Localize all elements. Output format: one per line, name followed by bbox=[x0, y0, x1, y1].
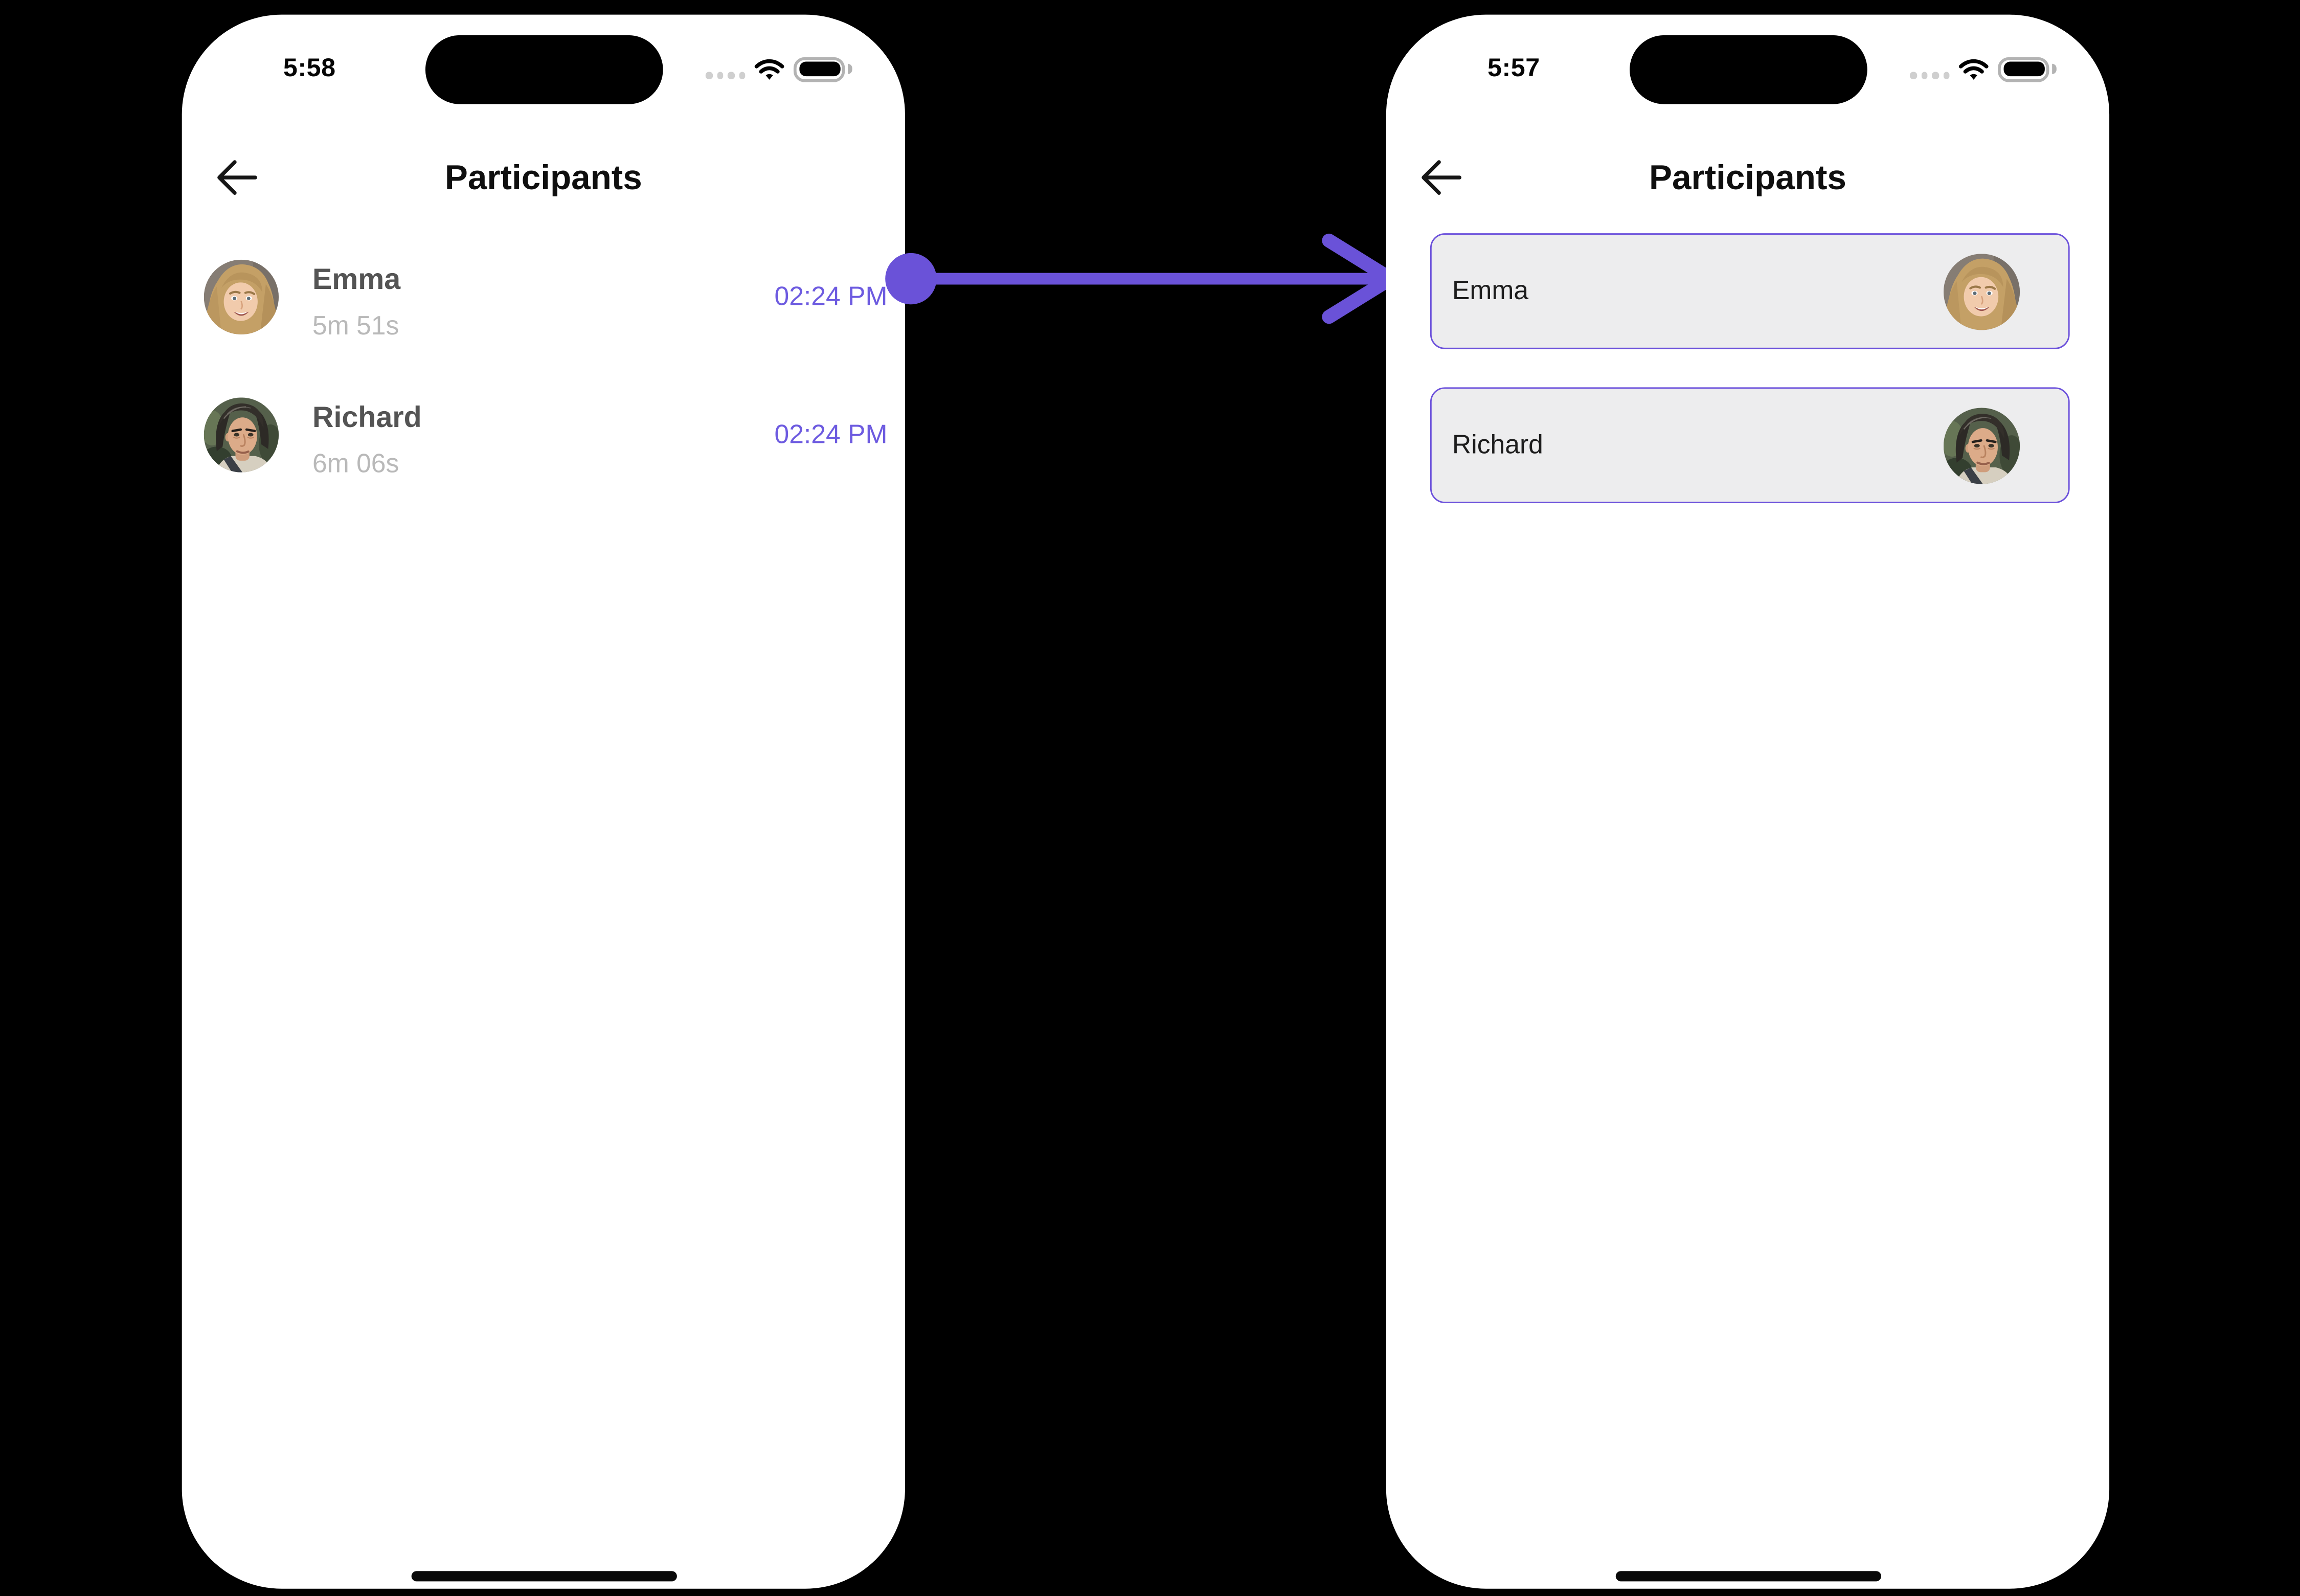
participant-row-richard[interactable]: Richard 6m 06s 02:24 PM bbox=[182, 367, 905, 505]
header: Participants bbox=[182, 144, 905, 211]
dynamic-island bbox=[424, 35, 663, 104]
avatar-emma bbox=[204, 259, 279, 335]
back-button[interactable] bbox=[1415, 152, 1468, 203]
phone-after: 5:57 Participants Emma bbox=[1386, 14, 2110, 1589]
participant-card-emma[interactable]: Emma bbox=[1430, 233, 2070, 349]
participant-card-richard[interactable]: Richard bbox=[1430, 387, 2070, 503]
participant-name: Emma bbox=[312, 264, 401, 297]
home-indicator bbox=[1615, 1570, 1881, 1582]
avatar-richard bbox=[204, 397, 279, 473]
cellular-signal-dots-icon bbox=[705, 72, 746, 79]
participant-time: 02:24 PM bbox=[774, 419, 888, 449]
status-time: 5:58 bbox=[283, 53, 336, 82]
status-bar: 5:58 bbox=[182, 15, 905, 125]
page-title: Participants bbox=[1649, 158, 1846, 197]
avatar-emma bbox=[1943, 253, 2020, 330]
dynamic-island bbox=[1629, 35, 1867, 104]
cellular-signal-dots-icon bbox=[1909, 72, 1950, 79]
arrow-right-icon bbox=[885, 233, 1398, 324]
arrow-left-icon bbox=[217, 160, 257, 195]
status-bar: 5:57 bbox=[1386, 15, 2109, 125]
participant-name: Richard bbox=[312, 402, 422, 435]
battery-icon bbox=[1998, 56, 2057, 82]
arrow-left-icon bbox=[1422, 160, 1462, 195]
participant-duration: 5m 51s bbox=[312, 311, 399, 341]
status-icons bbox=[1909, 54, 2057, 83]
wifi-icon bbox=[1958, 58, 1989, 79]
page-title: Participants bbox=[444, 158, 642, 197]
participant-row-emma[interactable]: Emma 5m 51s 02:24 PM bbox=[182, 229, 905, 367]
participant-name: Emma bbox=[1452, 276, 1529, 305]
participant-time: 02:24 PM bbox=[774, 281, 888, 311]
status-icons bbox=[705, 54, 852, 83]
participants-list: Emma 5m 51s 02:24 PM bbox=[182, 229, 905, 505]
participant-name: Richard bbox=[1452, 430, 1543, 459]
wifi-icon bbox=[754, 58, 784, 79]
phone-before: 5:58 Participants bbox=[182, 14, 905, 1589]
transition-arrow bbox=[877, 220, 1423, 337]
battery-icon bbox=[793, 56, 852, 82]
participant-duration: 6m 06s bbox=[312, 448, 399, 479]
back-button[interactable] bbox=[211, 152, 264, 203]
home-indicator bbox=[411, 1570, 677, 1582]
status-time: 5:57 bbox=[1487, 53, 1540, 82]
avatar-richard bbox=[1943, 407, 2020, 484]
header: Participants bbox=[1386, 144, 2109, 211]
